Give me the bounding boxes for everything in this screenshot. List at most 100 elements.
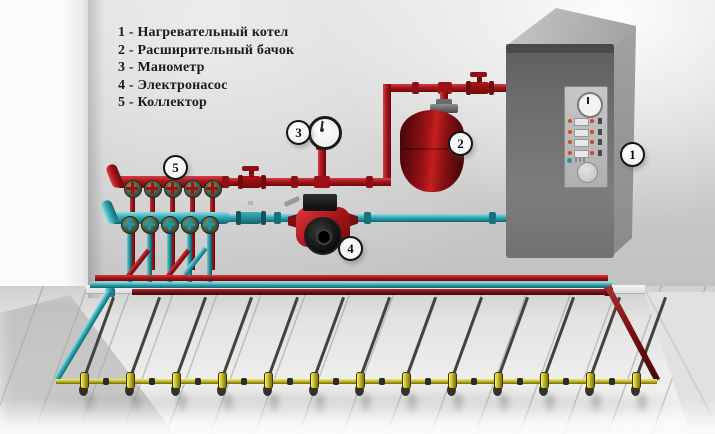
loop-elbow-dark <box>216 384 226 396</box>
floor-manifold-fitting <box>355 372 365 389</box>
valve-body <box>238 212 262 224</box>
tank-tee-fitting <box>438 82 452 94</box>
manifold-down-pipe-return <box>166 224 172 282</box>
valve-cross-return <box>147 218 151 230</box>
panel-tick <box>583 157 585 162</box>
valve-cross-supply <box>210 182 214 194</box>
panel-terminal <box>598 149 602 156</box>
panel-tick <box>579 157 581 162</box>
pump-face <box>304 217 342 255</box>
panel-terminal <box>598 139 602 145</box>
valve-handle <box>243 205 257 209</box>
panel-button <box>590 140 594 144</box>
wall-corner-shade <box>88 0 104 298</box>
pipe-coupling-dark <box>563 378 569 385</box>
pipe-coupling-dark <box>195 378 201 385</box>
boiler-gauge <box>577 92 603 118</box>
valve-flange <box>466 81 471 95</box>
callout-electric-pump: 4 <box>338 236 363 261</box>
valve-flange <box>238 175 243 189</box>
return-pipe-baseline <box>90 282 612 288</box>
loop-elbow-dark <box>124 384 134 396</box>
valve-spindle <box>248 201 253 207</box>
legend-item: 5 - Коллектор <box>118 95 207 111</box>
floor-manifold-fitting <box>171 372 181 389</box>
loop-elbow-dark <box>308 384 318 396</box>
loop-elbow-dark <box>492 384 502 396</box>
legend: 1 - Нагревательный котел 2 - Расширитель… <box>118 24 388 112</box>
valve-body <box>240 176 262 188</box>
callout-heating-boiler: 1 <box>620 142 645 167</box>
tank-seam <box>403 148 461 150</box>
boiler-knob <box>577 162 598 183</box>
valve-cross-supply <box>170 182 174 194</box>
callout-manometer: 3 <box>286 120 311 145</box>
pipe-coupling <box>222 176 229 188</box>
pipe-coupling <box>364 212 371 224</box>
supply-pipe-vertical <box>383 84 391 186</box>
pipe-coupling <box>366 176 373 188</box>
manometer-gauge <box>308 116 342 150</box>
tank-flange <box>436 99 452 106</box>
loop-elbow-dark <box>538 384 548 396</box>
boiler-gauge-needle <box>587 97 589 104</box>
panel-terminal <box>598 118 602 124</box>
loop-elbow-dark <box>400 384 410 396</box>
floor-manifold-fitting <box>447 372 457 389</box>
floor-manifold-fitting <box>217 372 227 389</box>
tank-collar <box>430 104 458 113</box>
legend-item: 4 - Электронасос <box>118 77 228 93</box>
loop-elbow-dark <box>354 384 364 396</box>
panel-switch-bar <box>574 149 589 158</box>
legend-item: 3 - Манометр <box>118 60 205 76</box>
pipe-coupling-dark <box>609 378 615 385</box>
panel-indicator <box>568 150 572 155</box>
loop-elbow-dark <box>446 384 456 396</box>
loop-elbow-dark <box>78 384 88 396</box>
panel-indicator <box>568 119 572 123</box>
pipe-coupling-dark <box>241 378 247 385</box>
loop-elbow-dark <box>262 384 272 396</box>
supply-pipe-baseline <box>95 275 608 281</box>
loop-elbow-dark <box>630 384 640 396</box>
pump-outlet <box>348 213 358 227</box>
manifold-down-pipe-return <box>126 224 132 282</box>
valve-cross-supply <box>190 182 194 194</box>
callout-expansion-tank: 2 <box>448 131 473 156</box>
panel-button <box>590 129 594 134</box>
manometer-stem <box>318 148 326 180</box>
floor-front-fade <box>0 398 715 434</box>
valve-stem <box>477 75 482 83</box>
pipe-coupling-dark <box>471 378 477 385</box>
panel-switch-bar <box>574 118 589 126</box>
supply-pipe-floor-run <box>132 289 610 295</box>
valve-flange <box>261 211 266 225</box>
valve-flange <box>236 211 241 225</box>
boiler-indicator-teal <box>567 158 572 163</box>
loop-elbow-dark <box>584 384 594 396</box>
pipe-coupling-dark <box>517 378 523 385</box>
pump-face-hub <box>316 229 332 245</box>
loop-elbow-dark <box>170 384 180 396</box>
boiler-top-edge <box>506 44 614 53</box>
valve-cross-return <box>167 218 171 230</box>
panel-switch-bar <box>574 139 589 147</box>
pipe-coupling-dark <box>103 378 109 385</box>
floor-manifold-fitting <box>493 372 503 389</box>
valve-cross-return <box>127 218 131 230</box>
manometer-tee <box>314 176 330 188</box>
panel-switch-bar <box>574 128 589 137</box>
pump-terminal-box <box>303 194 337 211</box>
pipe-coupling-dark <box>287 378 293 385</box>
floor-manifold-fitting <box>263 372 273 389</box>
floor-manifold-fitting <box>585 372 595 389</box>
panel-indicator <box>568 140 572 144</box>
valve-cross-supply <box>150 182 154 194</box>
pipe-coupling <box>274 212 281 224</box>
panel-indicator <box>568 129 572 134</box>
valve-cross-supply <box>130 182 134 194</box>
pipe-coupling-dark <box>379 378 385 385</box>
pipe-coupling <box>412 82 419 94</box>
valve-flange <box>261 175 266 189</box>
